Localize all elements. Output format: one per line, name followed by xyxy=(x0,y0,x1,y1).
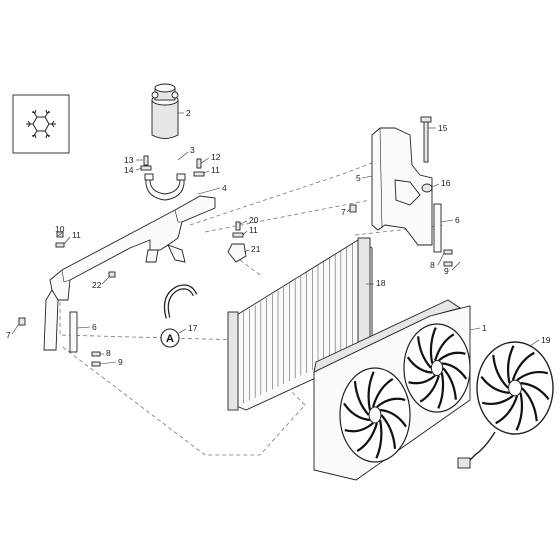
detail-marker-a: A xyxy=(166,333,174,345)
strip-6-right xyxy=(433,203,442,253)
spacer-16 xyxy=(421,183,433,193)
fan-support-bracket xyxy=(371,127,433,246)
assembly-lines xyxy=(59,159,446,456)
receiver-drier xyxy=(151,83,179,139)
callout-2: 2 xyxy=(186,108,191,118)
callout-1: 1 xyxy=(482,323,487,333)
callout-18: 18 xyxy=(376,278,386,288)
callout-13: 13 xyxy=(124,155,134,165)
callout-9b: 9 xyxy=(444,266,449,276)
callout-20: 20 xyxy=(249,215,259,225)
mounting-bracket xyxy=(43,195,216,351)
callout-17: 17 xyxy=(188,323,198,333)
callout-16: 16 xyxy=(441,178,451,188)
callout-9a: 9 xyxy=(118,357,123,367)
callout-11a: 11 xyxy=(211,165,220,175)
electric-fan xyxy=(457,341,554,469)
callout-labels: 2 3 4 13 14 12 11 20 11 21 10 11 22 7 6 … xyxy=(6,108,551,367)
hose xyxy=(160,284,198,348)
callout-4: 4 xyxy=(222,183,227,193)
callout-11c: 11 xyxy=(72,230,81,240)
callout-5: 5 xyxy=(356,173,361,183)
callout-6b: 6 xyxy=(455,215,460,225)
callout-3: 3 xyxy=(190,145,195,155)
callout-8b: 8 xyxy=(430,260,435,270)
callout-6a: 6 xyxy=(92,322,97,332)
strip-6-left xyxy=(69,311,78,353)
callout-14: 14 xyxy=(124,165,134,175)
callout-7a: 7 xyxy=(6,330,11,340)
callout-8a: 8 xyxy=(106,348,111,358)
callout-19: 19 xyxy=(541,335,551,345)
callout-21: 21 xyxy=(251,244,261,254)
callout-15: 15 xyxy=(438,123,448,133)
small-fasteners xyxy=(18,155,453,367)
callout-7b: 7 xyxy=(341,207,346,217)
callout-22: 22 xyxy=(92,280,102,290)
callout-11b: 11 xyxy=(249,225,258,235)
callout-10: 10 xyxy=(55,224,65,234)
fan-shroud xyxy=(313,299,471,481)
bolt-15 xyxy=(420,116,432,163)
snowflake-icon xyxy=(12,94,70,154)
callout-12: 12 xyxy=(211,152,221,162)
clip-21 xyxy=(227,243,247,263)
drier-clamp xyxy=(144,173,186,201)
